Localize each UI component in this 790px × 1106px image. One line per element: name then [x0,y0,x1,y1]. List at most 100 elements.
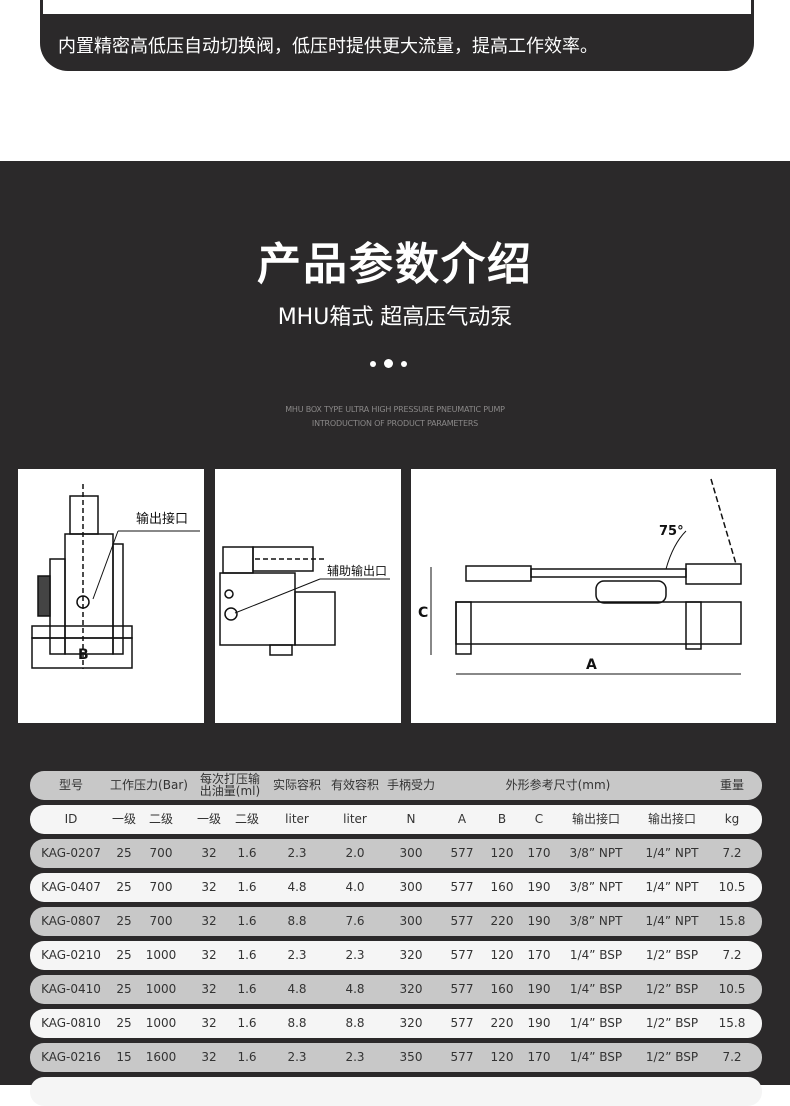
table-cell: 3/8” NPT [569,880,623,894]
subheader-cell: A [457,812,467,826]
table-cell: 10.5 [718,880,746,894]
table-cell: 300 [399,914,423,928]
table-cell: 220 [490,1016,514,1030]
table-cell: 577 [450,880,474,894]
table-cell: KAG-0216 [41,1050,101,1064]
dim-b-label: B [78,647,89,663]
table-cell: 300 [399,880,423,894]
table-cell: 2.3 [287,948,307,962]
side-view-diagram: 辅助输出口 [215,469,401,723]
header-cell: 手柄受力 [386,778,436,792]
table-cell: 4.8 [287,880,307,894]
table-cell: 3/8” NPT [569,846,623,860]
feature-text: 内置精密高低压自动切换阀，低压时提供更大流量，提高工作效率。 [58,36,598,57]
table-cell: KAG-0807 [41,914,101,928]
table-cell: 577 [450,914,474,928]
subheader-cell: 输出接口 [571,812,621,826]
table-cell: 577 [450,1050,474,1064]
subheader-cell: 输出接口 [647,812,697,826]
table-cell: 15.8 [718,1016,746,1030]
subheader-cell: 二级 [148,812,174,826]
table-cell: 1.6 [237,880,257,894]
table-cell: 10.5 [718,982,746,996]
table-cell: 1000 [145,948,177,962]
table-cell: 220 [490,914,514,928]
table-cell: 32 [201,1016,217,1030]
table-cell: 700 [149,914,173,928]
table-cell: KAG-0210 [41,948,101,962]
table-cell: 120 [490,948,514,962]
table-cell: 320 [399,948,423,962]
feature-image-area [43,0,751,14]
table-cell: 577 [450,948,474,962]
table-cell: 7.2 [722,846,742,860]
table-cell: 8.8 [345,1016,365,1030]
table-cell: 1/4” BSP [569,1050,623,1064]
table-cell: 25 [116,846,132,860]
table-cell: 190 [527,880,551,894]
table-cell: 25 [116,880,132,894]
table-cell: 577 [450,846,474,860]
dim-a-label: A [586,657,597,673]
table-cell: 32 [201,914,217,928]
table-cell: 320 [399,1016,423,1030]
subheader-cell: kg [724,812,740,826]
section-en-line1: MHU BOX TYPE ULTRA HIGH PRESSURE PNEUMAT… [285,405,505,414]
table-cell: 25 [116,982,132,996]
header-cell: 有效容积 [330,778,380,792]
section-subtitle: MHU箱式 超高压气动泵 [277,305,513,330]
table-cell: 3/8” NPT [569,914,623,928]
table-cell: 160 [490,880,514,894]
table-header-row: 型号工作压力(Bar)每次打压输 出油量(ml)实际容积有效容积手柄受力外形参考… [30,771,762,800]
header-cell: 实际容积 [272,778,322,792]
table-cell: 190 [527,982,551,996]
table-cell: 190 [527,1016,551,1030]
subheader-cell: 一级 [196,812,222,826]
table-cell: 1.6 [237,846,257,860]
table-cell: 25 [116,1016,132,1030]
subheader-cell: N [406,812,416,826]
table-cell: 170 [527,846,551,860]
table-cell: 320 [399,982,423,996]
header-cell: 工作压力(Bar) [110,778,188,792]
table-cell: 32 [201,846,217,860]
table-cell: 700 [149,880,173,894]
table-cell: 120 [490,846,514,860]
table-cell: 1/4” BSP [569,1016,623,1030]
feature-card: 内置精密高低压自动切换阀，低压时提供更大流量，提高工作效率。 [40,0,754,71]
table-cell: KAG-0407 [41,880,101,894]
table-cell: 1/2” BSP [645,982,699,996]
subheader-cell: 一级 [111,812,137,826]
table-cell: 1/2” BSP [645,1050,699,1064]
table-cell: 32 [201,948,217,962]
table-cell: 25 [116,948,132,962]
output-port-label: 输出接口 [136,511,188,527]
table-cell: KAG-0810 [41,1016,101,1030]
table-cell: 7.6 [345,914,365,928]
table-cell: 1/4” NPT [645,880,699,894]
table-cell: 1.6 [237,948,257,962]
header-cell: 每次打压输 出油量(ml) [199,772,261,798]
table-cell: KAG-0207 [41,846,101,860]
table-cell: 32 [201,982,217,996]
main-view-diagram: 75° A C [411,469,776,723]
table-cell: 2.3 [287,846,307,860]
table-cell: 15.8 [718,914,746,928]
table-cell: 1/4” NPT [645,914,699,928]
subheader-cell: liter [285,812,309,826]
subheader-cell: B [497,812,507,826]
table-cell: 8.8 [287,1016,307,1030]
table-cell: 1.6 [237,914,257,928]
table-cell: 2.3 [345,1050,365,1064]
table-cell: 1/2” BSP [645,948,699,962]
header-cell: 型号 [58,778,84,792]
table-cell: 577 [450,982,474,996]
table-cell: 8.8 [287,914,307,928]
table-cell: 1/4” NPT [645,846,699,860]
table-cell: 1000 [145,982,177,996]
table-cell: 1/2” BSP [645,1016,699,1030]
